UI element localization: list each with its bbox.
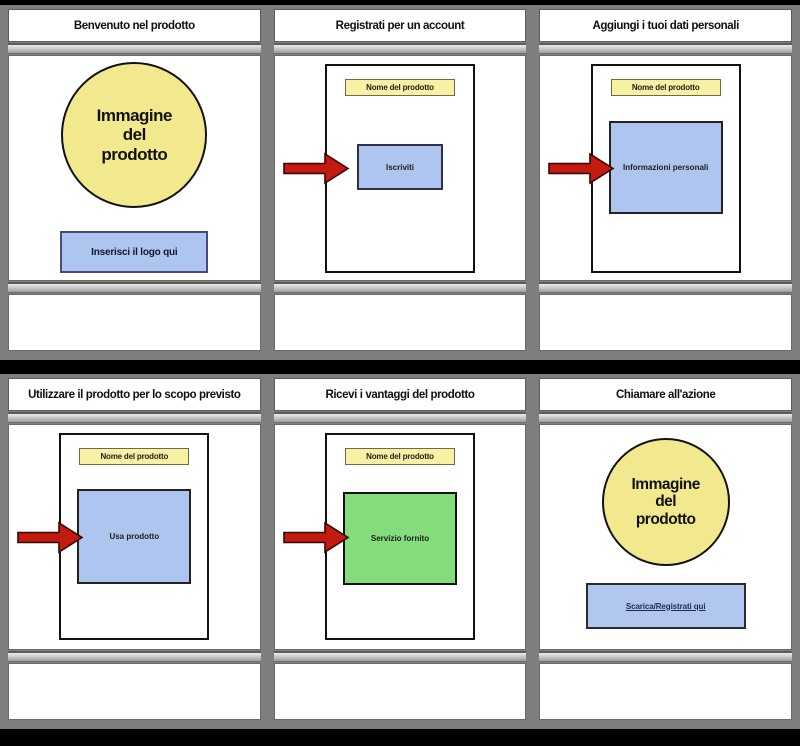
cta-drawing: Immagine del prodotto Scarica/Registrati… xyxy=(540,425,791,649)
divider xyxy=(539,412,793,423)
divider xyxy=(8,651,261,662)
panel-use-product: Utilizzare il prodotto per lo scopo prev… xyxy=(8,378,261,720)
notes-area[interactable] xyxy=(8,663,261,720)
divider xyxy=(8,282,261,293)
product-image-label: Immagine del prodotto xyxy=(96,106,173,164)
product-image-label: Immagine del prodotto xyxy=(631,475,700,528)
divider xyxy=(273,412,527,423)
panel-benefits-title-cell[interactable]: Ricevi i vantaggi del prodotto xyxy=(273,378,527,411)
red-arrow-icon xyxy=(17,521,84,554)
app-name-label: Nome del prodotto xyxy=(631,83,700,92)
app-screen-frame: Nome del prodotto Iscriviti xyxy=(325,64,475,273)
personal-info-box: Informazioni personali xyxy=(608,121,723,214)
logo-placeholder-button[interactable]: Inserisci il logo qui xyxy=(60,231,209,273)
panel-benefits-content: Nome del prodotto Servizio fornito xyxy=(273,424,527,650)
welcome-drawing: Immagine del prodotto Inserisci il logo … xyxy=(9,56,260,280)
panel-benefits: Ricevi i vantaggi del prodotto Nome del … xyxy=(273,378,527,720)
app-name-bar: Nome del prodotto xyxy=(79,448,190,465)
notes-area[interactable] xyxy=(273,294,527,351)
signup-button-label: Iscriviti xyxy=(385,162,414,172)
panel-personal-data-title-cell[interactable]: Aggiungi i tuoi dati personali xyxy=(539,9,793,42)
divider xyxy=(539,282,793,293)
panel-call-to-action: Chiamare all'azione Immagine del prodott… xyxy=(539,378,793,720)
panel-benefits-title: Ricevi i vantaggi del prodotto xyxy=(325,388,475,401)
panel-call-to-action-title: Chiamare all'azione xyxy=(616,388,716,401)
divider xyxy=(273,651,527,662)
notes-area[interactable] xyxy=(8,294,261,351)
panel-signup-content: Nome del prodotto Iscriviti xyxy=(273,55,527,281)
panel-welcome-title: Benvenuto nel prodotto xyxy=(73,19,195,32)
panel-call-to-action-content: Immagine del prodotto Scarica/Registrati… xyxy=(539,424,793,650)
divider xyxy=(539,43,793,54)
app-screen-frame: Nome del prodotto Informazioni personali xyxy=(590,64,741,273)
panel-welcome-title-cell[interactable]: Benvenuto nel prodotto xyxy=(8,9,261,42)
panel-use-product-title-cell[interactable]: Utilizzare il prodotto per lo scopo prev… xyxy=(8,378,261,411)
divider xyxy=(8,43,261,54)
notes-area[interactable] xyxy=(539,294,793,351)
use-product-box: Usa prodotto xyxy=(77,489,192,584)
download-register-button[interactable]: Scarica/Registrati qui xyxy=(585,583,746,629)
red-arrow-icon xyxy=(548,152,615,185)
panel-personal-data: Aggiungi i tuoi dati personali Nome del … xyxy=(539,9,793,351)
panel-use-product-content: Nome del prodotto Usa prodotto xyxy=(8,424,261,650)
red-arrow-icon xyxy=(282,152,350,185)
product-image-circle: Immagine del prodotto xyxy=(601,438,730,566)
divider xyxy=(273,282,527,293)
app-name-bar: Nome del prodotto xyxy=(345,448,455,465)
storyboard-row-1: Benvenuto nel prodotto Immagine del prod… xyxy=(0,5,800,360)
divider xyxy=(273,43,527,54)
app-name-bar: Nome del prodotto xyxy=(345,79,455,96)
panel-call-to-action-title-cell[interactable]: Chiamare all'azione xyxy=(539,378,793,411)
panel-welcome: Benvenuto nel prodotto Immagine del prod… xyxy=(8,9,261,351)
panel-signup: Registrati per un account Nome del prodo… xyxy=(273,9,527,351)
panel-signup-title: Registrati per un account xyxy=(335,19,465,32)
panel-use-product-title: Utilizzare il prodotto per lo scopo prev… xyxy=(28,388,241,401)
use-product-label: Usa prodotto xyxy=(109,532,160,541)
panel-personal-data-title: Aggiungi i tuoi dati personali xyxy=(592,19,739,32)
app-screen-frame: Nome del prodotto Servizio fornito xyxy=(325,433,475,640)
panel-welcome-content: Immagine del prodotto Inserisci il logo … xyxy=(8,55,261,281)
storyboard-row-2: Utilizzare il prodotto per lo scopo prev… xyxy=(0,374,800,729)
divider xyxy=(539,651,793,662)
signup-button[interactable]: Iscriviti xyxy=(357,144,443,190)
divider xyxy=(8,412,261,423)
red-arrow-icon xyxy=(282,521,350,554)
panel-signup-title-cell[interactable]: Registrati per un account xyxy=(273,9,527,42)
app-name-label: Nome del prodotto xyxy=(366,83,434,92)
product-image-circle: Immagine del prodotto xyxy=(61,62,208,208)
logo-placeholder-label: Inserisci il logo qui xyxy=(91,246,178,258)
service-provided-box: Servizio fornito xyxy=(343,492,457,585)
app-name-label: Nome del prodotto xyxy=(100,452,169,461)
panel-personal-data-content: Nome del prodotto Informazioni personali xyxy=(539,55,793,281)
download-register-link[interactable]: Scarica/Registrati qui xyxy=(625,601,706,611)
service-provided-label: Servizio fornito xyxy=(370,534,430,543)
app-name-bar: Nome del prodotto xyxy=(610,79,721,96)
personal-info-label: Informazioni personali xyxy=(623,163,709,172)
notes-area[interactable] xyxy=(539,663,793,720)
app-name-label: Nome del prodotto xyxy=(366,452,434,461)
notes-area[interactable] xyxy=(273,663,527,720)
